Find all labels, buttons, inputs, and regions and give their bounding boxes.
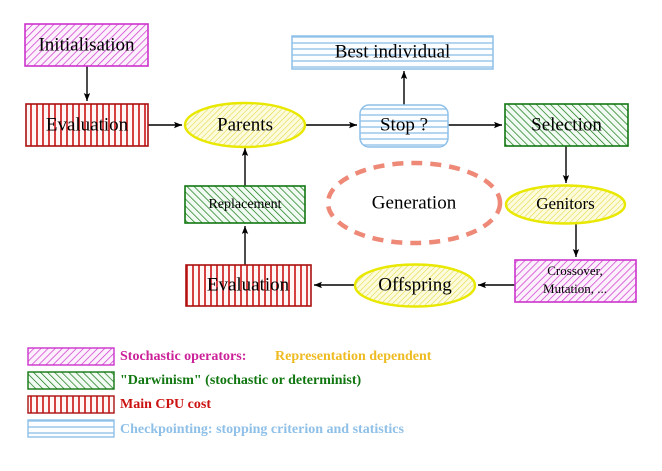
legend-label-stochastic: Stochastic operators:	[120, 349, 246, 364]
node-stop[interactable]: Stop ?	[359, 104, 449, 148]
node-shape	[504, 103, 629, 147]
legend-swatch-darwinism	[27, 371, 115, 390]
node-label-line2: Mutation, ...	[543, 281, 607, 296]
node-evaluation-top[interactable]: Evaluation	[25, 103, 149, 147]
legend-swatch-stochastic	[27, 347, 115, 366]
legend-label-darwinism: "Darwinism" (stochastic or determinist)	[120, 373, 362, 388]
node-selection[interactable]: Selection	[504, 103, 629, 147]
node-label: Initialisation	[38, 34, 135, 55]
node-shape	[184, 185, 306, 224]
node-label: Genitors	[536, 194, 595, 213]
node-shape	[183, 101, 307, 149]
legend-item-darwinism: "Darwinism" (stochastic or determinist)	[27, 371, 362, 390]
node-label: Parents	[217, 114, 273, 135]
node-generation: Generation	[325, 160, 503, 246]
edges-layer	[83, 66, 580, 289]
legend-label-cpu: Main CPU cost	[120, 397, 211, 412]
legend-label-representation: Representation dependent	[275, 349, 432, 364]
node-label: Offspring	[378, 274, 452, 295]
node-offspring[interactable]: Offspring	[353, 263, 477, 308]
legend: Stochastic operators: Representation dep…	[27, 347, 432, 438]
node-shape	[514, 259, 637, 303]
node-parents[interactable]: Parents	[183, 101, 307, 149]
node-label: Evaluation	[207, 274, 290, 295]
node-initialisation[interactable]: Initialisation	[24, 23, 149, 67]
node-shape	[24, 23, 149, 67]
legend-swatch-checkpointing	[27, 419, 115, 438]
legend-swatch-cpu	[27, 395, 115, 414]
node-best-individual[interactable]: Best individual	[291, 35, 494, 70]
node-shape	[359, 104, 449, 148]
legend-label-checkpointing: Checkpointing: stopping criterion and st…	[120, 422, 404, 437]
node-shape	[25, 103, 149, 147]
node-crossover-mutation[interactable]: Crossover, Mutation, ...	[514, 259, 637, 303]
node-label: Best individual	[335, 41, 451, 62]
node-label: Generation	[372, 192, 457, 213]
node-genitors[interactable]: Genitors	[504, 184, 627, 225]
legend-item-checkpointing: Checkpointing: stopping criterion and st…	[27, 419, 404, 438]
node-label: Stop ?	[380, 114, 428, 135]
legend-item-cpu: Main CPU cost	[27, 395, 211, 414]
node-label: Selection	[531, 114, 602, 135]
node-shape	[185, 264, 312, 307]
node-shape	[325, 160, 503, 246]
node-shape	[504, 184, 627, 225]
node-label: Evaluation	[46, 114, 129, 135]
node-evaluation-bottom[interactable]: Evaluation	[185, 264, 312, 307]
node-label-line1: Crossover,	[547, 263, 602, 278]
node-shape	[353, 263, 477, 308]
node-shape	[291, 35, 494, 70]
node-replacement[interactable]: Replacement	[184, 185, 306, 224]
legend-item-stochastic: Stochastic operators: Representation dep…	[27, 347, 432, 366]
node-label: Replacement	[208, 197, 281, 212]
